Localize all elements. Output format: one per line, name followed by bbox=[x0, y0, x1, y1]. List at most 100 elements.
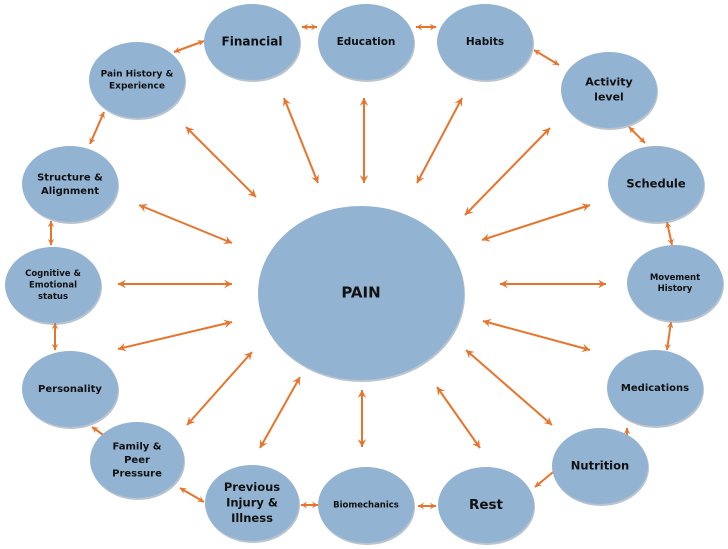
node-label: Personality bbox=[38, 384, 102, 395]
arrowhead bbox=[629, 127, 636, 134]
arrowhead bbox=[260, 439, 268, 448]
node-ellipse bbox=[89, 42, 185, 118]
arrow-structure-alignment-to-pain bbox=[138, 203, 233, 245]
arrowhead bbox=[552, 58, 559, 65]
node-label: Financial bbox=[222, 35, 283, 49]
arrowhead bbox=[535, 480, 542, 487]
arrowhead bbox=[429, 23, 436, 31]
arrowhead bbox=[581, 203, 590, 212]
node-ellipse bbox=[552, 428, 648, 504]
node-label: Illness bbox=[231, 511, 273, 525]
node-label: Previous bbox=[224, 480, 280, 494]
arrow-activity-level-to-schedule bbox=[628, 126, 646, 144]
node-label: Nutrition bbox=[571, 459, 629, 473]
node-label: Pain History & bbox=[101, 69, 174, 79]
arrowhead bbox=[247, 188, 256, 197]
arrow-movement-history-to-medications bbox=[664, 321, 674, 351]
arrowhead bbox=[454, 98, 463, 107]
arrow-financial-to-education bbox=[302, 23, 317, 31]
node-ellipse bbox=[22, 351, 118, 427]
node-ellipse bbox=[318, 4, 414, 80]
arrowhead bbox=[581, 343, 590, 353]
arrow-personality-to-pain bbox=[117, 319, 233, 352]
arrowhead bbox=[664, 343, 672, 350]
arrowhead bbox=[180, 488, 187, 494]
arrow-pain-history-experience-to-financial bbox=[173, 39, 205, 54]
node-pain-history-experience: Pain History &Experience bbox=[89, 42, 186, 120]
arrowhead bbox=[543, 416, 552, 425]
arrow-schedule-to-movement-history bbox=[665, 221, 674, 246]
node-habits: Habits bbox=[437, 4, 534, 82]
node-ellipse bbox=[627, 245, 723, 321]
arrowhead bbox=[638, 136, 645, 143]
node-ellipse bbox=[5, 247, 101, 323]
node-label: Pressure bbox=[112, 469, 162, 480]
arrowhead bbox=[243, 352, 252, 361]
arrowhead bbox=[51, 323, 59, 330]
node-label: Rest bbox=[469, 497, 504, 513]
arrow-family-peer-pressure-to-pain bbox=[186, 351, 253, 426]
arrowhead bbox=[311, 174, 320, 183]
node-education: Education bbox=[318, 4, 415, 82]
arrowhead bbox=[302, 23, 309, 31]
arrowhead bbox=[223, 319, 232, 329]
arrowhead bbox=[224, 279, 232, 289]
arrowhead bbox=[359, 175, 369, 183]
arrowhead bbox=[437, 387, 446, 396]
arrowhead bbox=[98, 112, 105, 119]
arrow-cognitive-emotional-status-to-structure-alignment bbox=[47, 221, 55, 245]
arrowhead bbox=[541, 128, 550, 137]
node-label: Peer bbox=[124, 455, 150, 466]
arrow-education-to-pain bbox=[359, 98, 369, 183]
arrow-medications-to-pain bbox=[482, 318, 591, 353]
node-ellipse bbox=[438, 467, 534, 543]
arrowhead bbox=[282, 98, 291, 107]
node-label: Emotional bbox=[29, 281, 77, 291]
node-ellipse bbox=[561, 52, 657, 128]
node-ellipse bbox=[437, 4, 533, 80]
arrow-rest-to-pain bbox=[436, 386, 481, 449]
node-ellipse bbox=[608, 146, 704, 222]
arrow-cognitive-emotional-status-to-pain bbox=[118, 279, 232, 289]
arrow-habits-to-pain bbox=[416, 97, 463, 184]
arrowhead bbox=[482, 233, 491, 242]
node-label: History bbox=[658, 284, 693, 294]
arrowhead bbox=[310, 23, 317, 31]
node-label: Habits bbox=[466, 36, 504, 48]
node-label: Schedule bbox=[626, 177, 685, 191]
arrowhead bbox=[665, 222, 672, 229]
arrowhead bbox=[92, 427, 99, 434]
arrow-pain-history-experience-to-pain bbox=[185, 126, 257, 198]
arrow-habits-to-activity-level bbox=[533, 49, 560, 66]
node-label: Biomechanics bbox=[333, 501, 399, 511]
arrow-previous-injury-illness-to-family-peer-pressure bbox=[179, 487, 205, 503]
nodes-layer: PAIN Financial Education HabitsActivityleve… bbox=[5, 4, 724, 545]
arrowhead bbox=[118, 342, 127, 352]
arrowhead bbox=[667, 238, 674, 245]
arrowhead bbox=[197, 39, 204, 47]
node-ellipse bbox=[607, 350, 703, 426]
node-schedule: Schedule bbox=[608, 146, 705, 224]
node-ellipse bbox=[258, 206, 464, 380]
arrowhead bbox=[186, 127, 195, 136]
arrowhead bbox=[47, 238, 55, 245]
arrows-layer bbox=[47, 23, 674, 510]
arrowhead bbox=[301, 501, 308, 509]
node-label: Education bbox=[337, 36, 396, 48]
arrowhead bbox=[51, 343, 59, 350]
node-label: Injury & bbox=[226, 496, 278, 510]
arrowhead bbox=[311, 501, 318, 509]
arrowhead bbox=[416, 174, 425, 183]
arrowhead bbox=[429, 502, 436, 510]
node-ellipse bbox=[205, 465, 299, 541]
arrow-nutrition-to-pain bbox=[465, 349, 553, 426]
arrow-rest-to-biomechanics bbox=[418, 502, 436, 510]
node-label: PAIN bbox=[341, 284, 380, 302]
node-label: Alignment bbox=[41, 186, 99, 197]
arrowhead bbox=[466, 350, 475, 359]
